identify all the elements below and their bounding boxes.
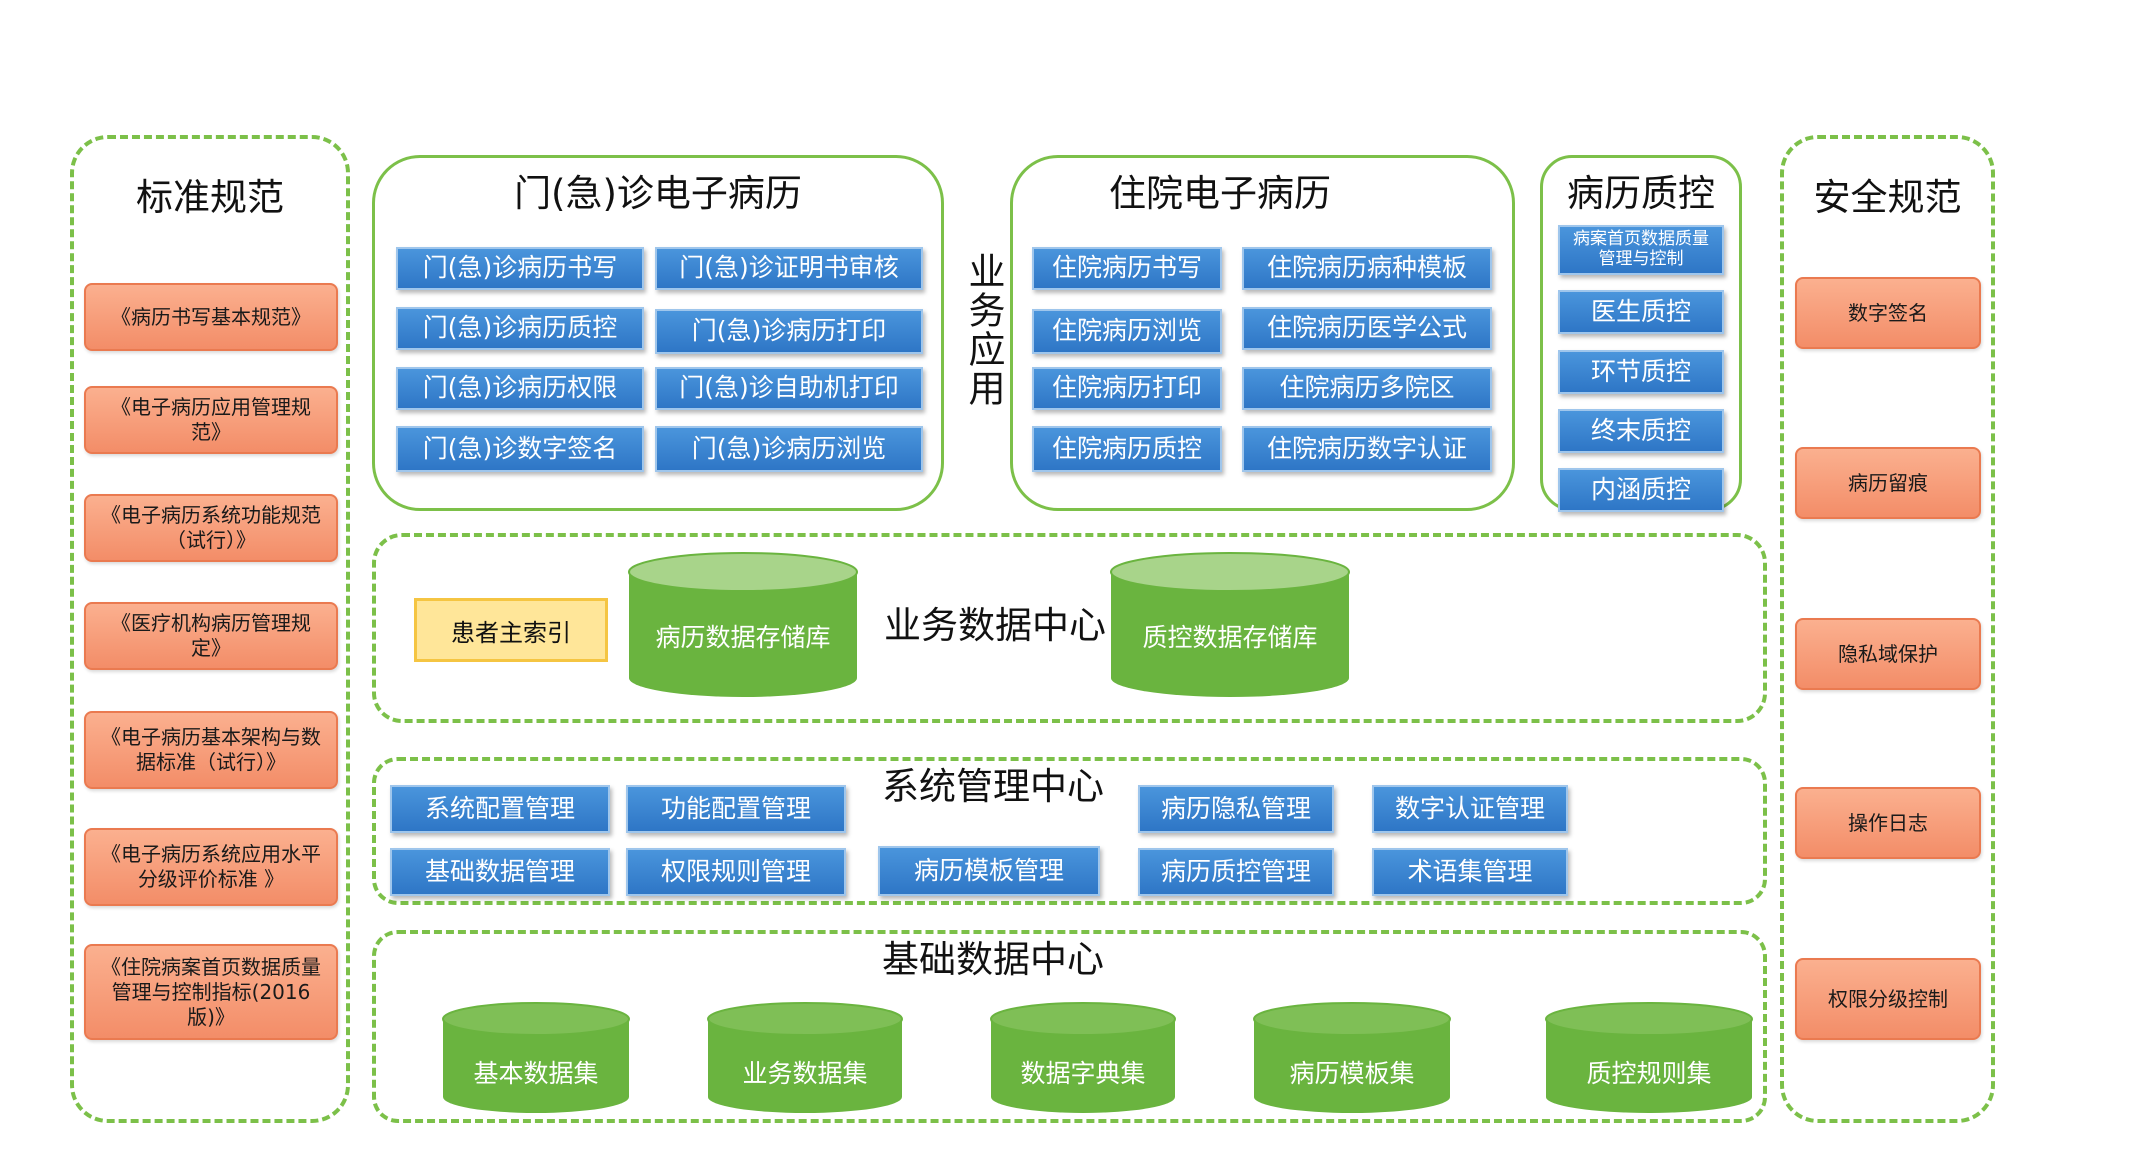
system-management-panel [372, 757, 1767, 905]
standards-title: 标准规范 [136, 176, 284, 219]
security-item: 权限分级控制 [1795, 958, 1981, 1040]
basic-dataset-cylinder: 基本数据集 [442, 1002, 630, 1114]
standard-item: 《住院病案首页数据质量管理与控制指标(2016版)》 [84, 944, 338, 1040]
security-item: 隐私域保护 [1795, 618, 1981, 690]
data-dictionary-label: 数据字典集 [1020, 1059, 1146, 1088]
qc-item: 环节质控 [1558, 350, 1724, 394]
standard-item: 《电子病历系统功能规范（试行）》 [84, 494, 338, 562]
emr-template-set-label: 病历模板集 [1289, 1059, 1415, 1088]
system-item: 病历质控管理 [1138, 848, 1334, 896]
qc-rule-set-label: 质控规则集 [1586, 1059, 1712, 1088]
standard-item: 《电子病历基本架构与数据标准（试行）》 [84, 711, 338, 789]
system-item: 系统配置管理 [390, 785, 610, 833]
inpatient-item: 住院病历医学公式 [1242, 307, 1492, 350]
outpatient-item: 门(急)诊证明书审核 [655, 247, 923, 290]
base-data-center-panel [372, 930, 1767, 1123]
system-item: 病历隐私管理 [1138, 785, 1334, 833]
inpatient-item: 住院病历打印 [1032, 367, 1222, 410]
business-app-label: 业务应用 [962, 252, 1005, 408]
security-item: 数字签名 [1795, 277, 1981, 349]
inpatient-emr-title: 住院电子病历 [1109, 172, 1331, 215]
business-data-center-title: 业务数据中心 [884, 604, 1106, 647]
qc-title: 病历质控 [1567, 172, 1715, 215]
emr-template-set-cylinder: 病历模板集 [1253, 1002, 1451, 1114]
standard-item: 《医疗机构病历管理规定》 [84, 602, 338, 670]
outpatient-emr-title: 门(急)诊电子病历 [514, 172, 802, 215]
qc-item: 医生质控 [1558, 290, 1724, 334]
emr-data-store-cylinder: 病历数据存储库 [628, 552, 858, 698]
security-title: 安全规范 [1813, 176, 1962, 219]
system-item: 病历模板管理 [878, 846, 1100, 896]
qc-item: 内涵质控 [1558, 468, 1724, 512]
qc-item: 病案首页数据质量管理与控制 [1558, 225, 1724, 275]
outpatient-item: 门(急)诊病历浏览 [655, 426, 923, 472]
inpatient-item: 住院病历数字认证 [1242, 426, 1492, 472]
inpatient-item: 住院病历多院区 [1242, 367, 1492, 410]
patient-master-index: 患者主索引 [414, 598, 608, 662]
security-item: 操作日志 [1795, 787, 1981, 859]
standards-panel [70, 135, 350, 1123]
business-data-center-panel [372, 533, 1767, 723]
data-dictionary-cylinder: 数据字典集 [990, 1002, 1176, 1114]
qc-data-store-label: 质控数据存储库 [1142, 623, 1318, 652]
standard-item: 《电子病历系统应用水平分级评价标准 》 [84, 828, 338, 906]
qc-item: 终末质控 [1558, 409, 1724, 453]
inpatient-item: 住院病历书写 [1032, 247, 1222, 290]
outpatient-item: 门(急)诊病历权限 [396, 367, 644, 410]
inpatient-item: 住院病历病种模板 [1242, 247, 1492, 290]
qc-rule-set-cylinder: 质控规则集 [1545, 1002, 1753, 1114]
base-data-center-title: 基础数据中心 [882, 938, 1104, 981]
outpatient-item: 门(急)诊病历书写 [396, 247, 644, 290]
inpatient-item: 住院病历浏览 [1032, 309, 1222, 354]
outpatient-item: 门(急)诊病历打印 [655, 309, 923, 354]
system-item: 功能配置管理 [626, 785, 846, 833]
business-dataset-label: 业务数据集 [742, 1059, 868, 1088]
security-panel [1780, 135, 1995, 1123]
outpatient-item: 门(急)诊自助机打印 [655, 367, 923, 410]
basic-dataset-label: 基本数据集 [473, 1059, 599, 1088]
emr-data-store-label: 病历数据存储库 [655, 623, 831, 652]
system-item: 权限规则管理 [626, 848, 846, 896]
standard-item: 《电子病历应用管理规范》 [84, 386, 338, 454]
system-item: 术语集管理 [1372, 848, 1568, 896]
qc-data-store-cylinder: 质控数据存储库 [1110, 552, 1350, 698]
system-management-title: 系统管理中心 [882, 765, 1104, 808]
security-item: 病历留痕 [1795, 447, 1981, 519]
system-item: 基础数据管理 [390, 848, 610, 896]
outpatient-item: 门(急)诊数字签名 [396, 426, 644, 472]
outpatient-item: 门(急)诊病历质控 [396, 307, 644, 350]
system-item: 数字认证管理 [1372, 785, 1568, 833]
business-dataset-cylinder: 业务数据集 [707, 1002, 903, 1114]
standard-item: 《病历书写基本规范》 [84, 283, 338, 351]
inpatient-item: 住院病历质控 [1032, 426, 1222, 472]
